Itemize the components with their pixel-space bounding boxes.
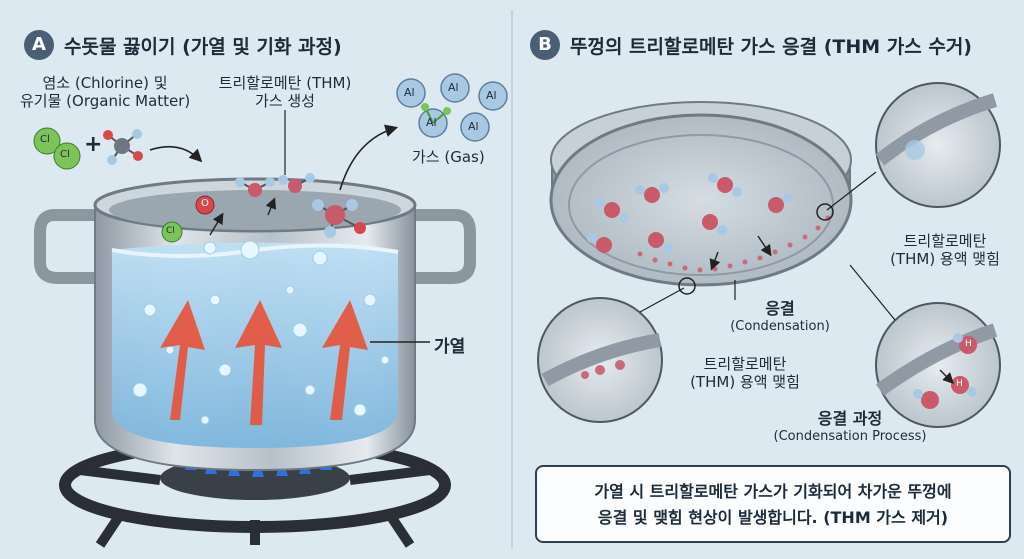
panel-b-title: 뚜껑의 트리할로메탄 가스 응결 (THM 가스 수거) xyxy=(570,36,972,58)
chlorine-atom-label: Cl xyxy=(60,149,70,160)
gas-atom-label: Al xyxy=(448,81,459,94)
gas-atom-label: Al xyxy=(468,120,479,133)
oxygen-atom-label: O xyxy=(201,198,209,209)
summary-line-2: 응결 및 맺힘 현상이 발생합니다. (THM 가스 제거) xyxy=(597,508,949,527)
thm-molecule-icon xyxy=(235,173,315,197)
oxygen-atom-icon xyxy=(195,195,215,215)
chlorine-molecule-icon xyxy=(33,127,81,170)
magnifier-top xyxy=(816,82,1001,221)
gas-arrow xyxy=(339,124,399,191)
heat-label: 가열 xyxy=(434,337,466,357)
lid-molecules-icon xyxy=(587,173,793,253)
chlorine-atom-label: Cl xyxy=(40,134,50,145)
pot-handle-right xyxy=(412,209,476,284)
condensation-process-label: 응결 과정 (Condensation Process) xyxy=(773,409,927,445)
gas-label: 가스 (Gas) xyxy=(412,148,485,166)
thm-droplet-label-top: 트리할로메탄 (THM) 용액 맺힘 xyxy=(890,232,1000,268)
bubbles xyxy=(132,240,390,425)
gas-atom-label: Al xyxy=(404,86,415,99)
gas-atom-label: Al xyxy=(426,116,437,129)
organic-molecule-icon xyxy=(103,129,143,165)
pot-handle-left xyxy=(34,209,100,284)
panel-a-badge: A xyxy=(24,30,54,60)
magnifier-process xyxy=(849,264,1001,428)
summary-note: 가열 시 트리할로메탄 가스가 기화되어 차가운 뚜껑에 응결 및 맺힘 현상이… xyxy=(535,465,1011,543)
reactants-label: 염소 (Chlorine) 및 유기물 (Organic Matter) xyxy=(20,74,191,110)
panel-b-badge: B xyxy=(530,30,560,60)
chlorine-atom-label: Cl xyxy=(166,226,175,236)
thm-molecule-large-icon xyxy=(312,199,366,238)
pot-lid xyxy=(549,101,853,287)
magnifier-left xyxy=(537,277,696,423)
heat-arrows xyxy=(160,300,368,425)
thm-droplet-label-left: 트리할로메탄 (THM) 용액 맺힘 xyxy=(690,355,800,391)
reaction-arrow xyxy=(149,145,203,163)
hydrogen-atom-label: H xyxy=(965,339,972,349)
chlorine-atom-icon xyxy=(161,221,183,243)
gas-atom-label: Al xyxy=(486,89,497,102)
hydrogen-atom-label: H xyxy=(956,379,963,389)
summary-line-1: 가열 시 트리할로메탄 가스가 기화되어 차가운 뚜껑에 xyxy=(594,482,952,501)
condensation-label: 응결 (Condensation) xyxy=(730,299,830,335)
plus-sign: + xyxy=(84,132,103,157)
panel-a-title: 수돗물 끓이기 (가열 및 기화 과정) xyxy=(64,36,342,58)
gas-atoms-icon xyxy=(396,73,508,142)
thm-generation-label: 트리할로메탄 (THM) 가스 생성 xyxy=(218,74,352,110)
